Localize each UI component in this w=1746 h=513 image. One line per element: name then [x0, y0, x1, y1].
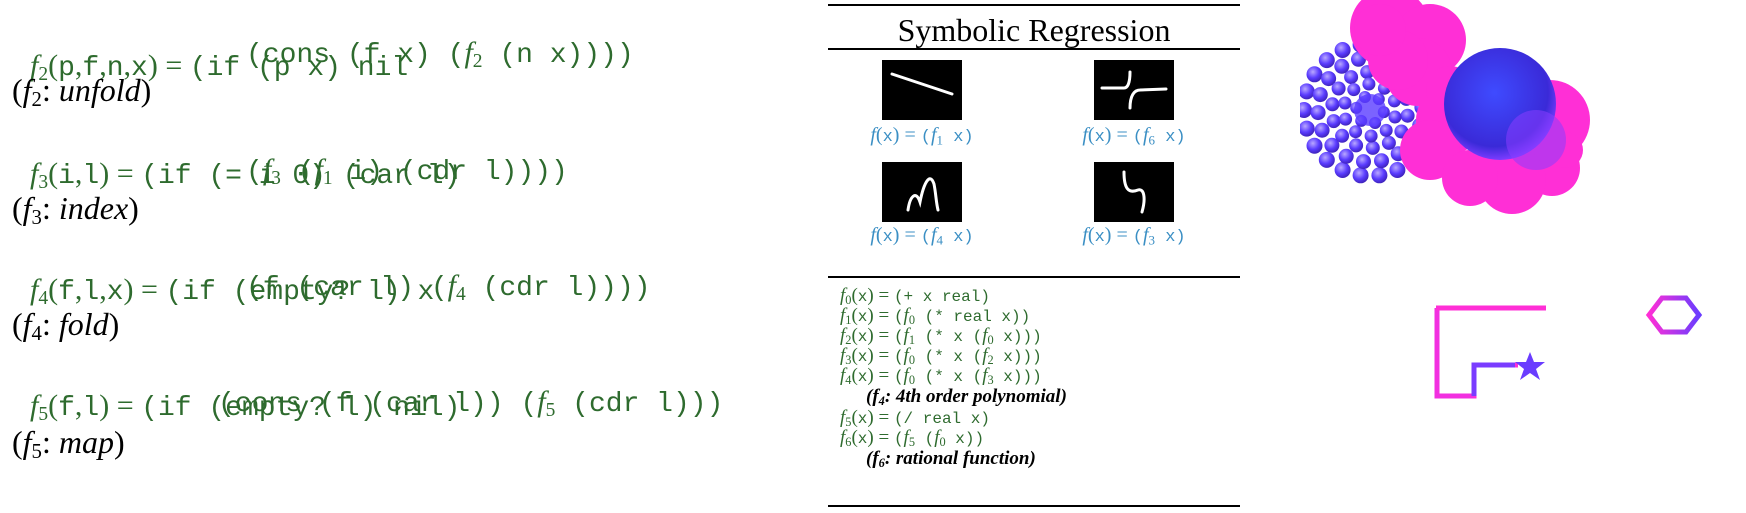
spiral-dot: [1374, 153, 1389, 169]
spiral-dot: [1364, 129, 1378, 143]
spiral-dot: [1300, 120, 1315, 137]
spiral-dot: [1379, 123, 1393, 137]
hexagon-icon: [1645, 295, 1703, 335]
spiral-dot: [1347, 83, 1361, 97]
f2-definition: f2(p,f,n,x) = (if (p x) nil: [30, 49, 409, 85]
spiral-dot: [1339, 112, 1353, 126]
f4-caption: (f4: fold): [12, 306, 120, 346]
f2-body: (cons (f x) (f2 (n x)))): [246, 36, 634, 72]
def-f1: f1(x) = (f0 (* real x)): [840, 305, 1031, 328]
graphics-canvas: [1300, 0, 1703, 399]
spiral-dot: [1314, 122, 1330, 138]
spiral-dot: [1310, 105, 1326, 121]
spiral-dot: [1300, 83, 1315, 100]
def-f4-caption: (f4: 4th order polynomial): [866, 386, 1067, 409]
spiral-dot: [1331, 81, 1346, 96]
spiral-dot: [1338, 148, 1354, 164]
rational-plot-thumbnail: [1094, 60, 1174, 120]
quartic-plot-thumbnail: [882, 162, 962, 222]
symbolic-regression-panel: Symbolic Regression f(x) = (f1 x) f(x) =…: [828, 4, 1240, 509]
spiral-dot: [1321, 71, 1337, 87]
panel-title: Symbolic Regression: [897, 12, 1171, 48]
title-rule: [828, 48, 1240, 50]
spiral-dot: [1400, 108, 1415, 123]
cloud-blob: [1400, 120, 1460, 180]
bottom-rule: [828, 505, 1240, 507]
spiral-dot: [1389, 162, 1406, 178]
spiral-dot: [1338, 96, 1352, 110]
blue-sphere-graphic: [1444, 48, 1566, 170]
def-f3: f3(x) = (f0 (* x (f2 x))): [840, 345, 1042, 368]
generated-graphics: [1300, 0, 1746, 513]
f4-definition: f4(f,l,x) = (if (empty? l) x: [30, 273, 435, 309]
example-label-f1: f(x) = (f1 x): [870, 124, 974, 148]
f5-body: (cons (f (car l)) (f5 (cdr l))): [218, 385, 724, 421]
recursive-function-listing: f2(p,f,n,x) = (if (p x) nil (cons (f x) …: [0, 0, 820, 513]
spiral-dot: [1349, 138, 1364, 153]
f3-body: (f3 (f1 i) (cdr l)))): [246, 153, 568, 189]
example-label-f6: f(x) = (f6 x): [1082, 124, 1186, 148]
def-f5: f5(x) = (/ real x): [840, 407, 990, 430]
spiral-dot: [1381, 135, 1396, 150]
spiral-dot: [1326, 114, 1341, 129]
example-label-f4: f(x) = (f4 x): [870, 224, 974, 248]
spiral-dot: [1349, 125, 1363, 139]
spiral-dot: [1300, 102, 1312, 118]
example-label-f3: f(x) = (f3 x): [1082, 224, 1186, 248]
middle-rule: [828, 276, 1240, 278]
spiral-dot: [1325, 97, 1340, 112]
path-with-star-graphic: [1434, 305, 1546, 399]
definition-list: f0(x) = (+ x real) f1(x) = (f0 (* real x…: [840, 285, 1240, 471]
def-f0: f0(x) = (+ x real): [840, 285, 990, 308]
spiral-dot: [1371, 167, 1388, 184]
spiral-dot: [1356, 154, 1371, 170]
f2-caption: (f2: unfold): [12, 72, 152, 112]
spiral-dot: [1362, 77, 1376, 91]
spiral-dot: [1306, 66, 1323, 83]
f3-definition: f3(i,l) = (if (= i 0) (car l): [30, 157, 461, 193]
spiral-dot: [1352, 167, 1369, 184]
spiral-dot: [1324, 137, 1340, 153]
f5-definition: f5(f,l) = (if (empty? l) nil): [30, 389, 461, 425]
def-f6: f6(x) = (f5 (f0 x)): [840, 427, 985, 450]
spiral-dot: [1334, 58, 1350, 74]
f5-caption: (f5: map): [12, 424, 125, 464]
def-f2: f2(x) = (f1 (* x (f0 x))): [840, 325, 1042, 348]
spiral-dot: [1334, 162, 1351, 178]
cloud-blob: [1354, 4, 1406, 56]
f3-caption: (f3: index): [12, 190, 139, 230]
spiral-dot: [1365, 140, 1380, 155]
spiral-dot: [1306, 137, 1323, 154]
f4-body: (f (car l) (f4 (cdr l)))): [246, 269, 651, 305]
def-f4: f4(x) = (f0 (* x (f3 x))): [840, 365, 1042, 388]
spiral-dot: [1318, 151, 1335, 168]
spiral-dot: [1312, 87, 1328, 103]
star-icon: [1515, 352, 1545, 380]
top-rule: [828, 4, 1240, 6]
cloud-blob: [1442, 150, 1498, 206]
spiral-dot: [1388, 110, 1402, 124]
def-f6-caption: (f6: rational function): [866, 448, 1036, 471]
spiral-dot: [1344, 70, 1359, 85]
spiral-dot: [1318, 52, 1335, 69]
line-plot-thumbnail: [882, 60, 962, 120]
spiral-dot: [1334, 42, 1351, 58]
spiral-dot: [1335, 128, 1350, 143]
cubic-plot-thumbnail: [1094, 162, 1174, 222]
